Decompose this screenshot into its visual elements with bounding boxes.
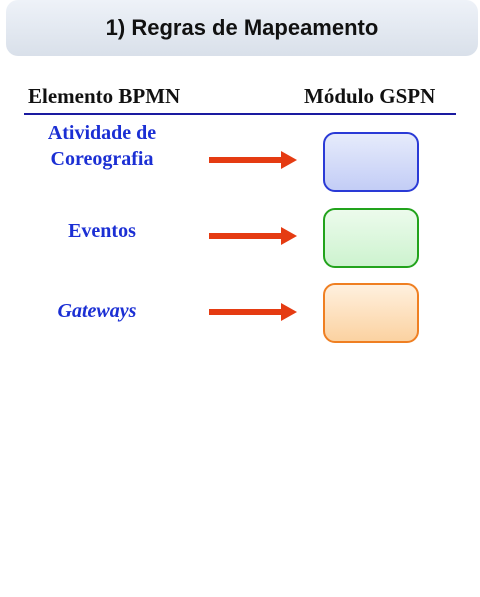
gspn-module-box-activity [323,132,419,192]
label-line: Gateways [57,300,137,322]
label-line: Atividade de [47,122,157,144]
mapping-arrow-icon [209,227,297,245]
column-header-gspn: Módulo GSPN [304,84,436,108]
title-banner: 1) Regras de Mapeamento [6,0,478,56]
mapping-arrow-icon [209,303,297,321]
bpmn-element-events-label: Eventos [22,218,182,244]
bpmn-element-gateways-label: Gateways [17,298,177,324]
column-header-bpmn: Elemento BPMN [28,84,181,108]
header-divider [24,113,456,115]
bpmn-element-activity-label: Atividade de Coreografia [22,120,182,172]
gspn-module-box-gateways [323,283,419,343]
gspn-module-box-events [323,208,419,268]
label-line: Eventos [68,220,136,242]
mapping-arrow-icon [209,151,297,169]
label-line: Coreografia [50,148,154,170]
page-title: 1) Regras de Mapeamento [105,15,379,40]
